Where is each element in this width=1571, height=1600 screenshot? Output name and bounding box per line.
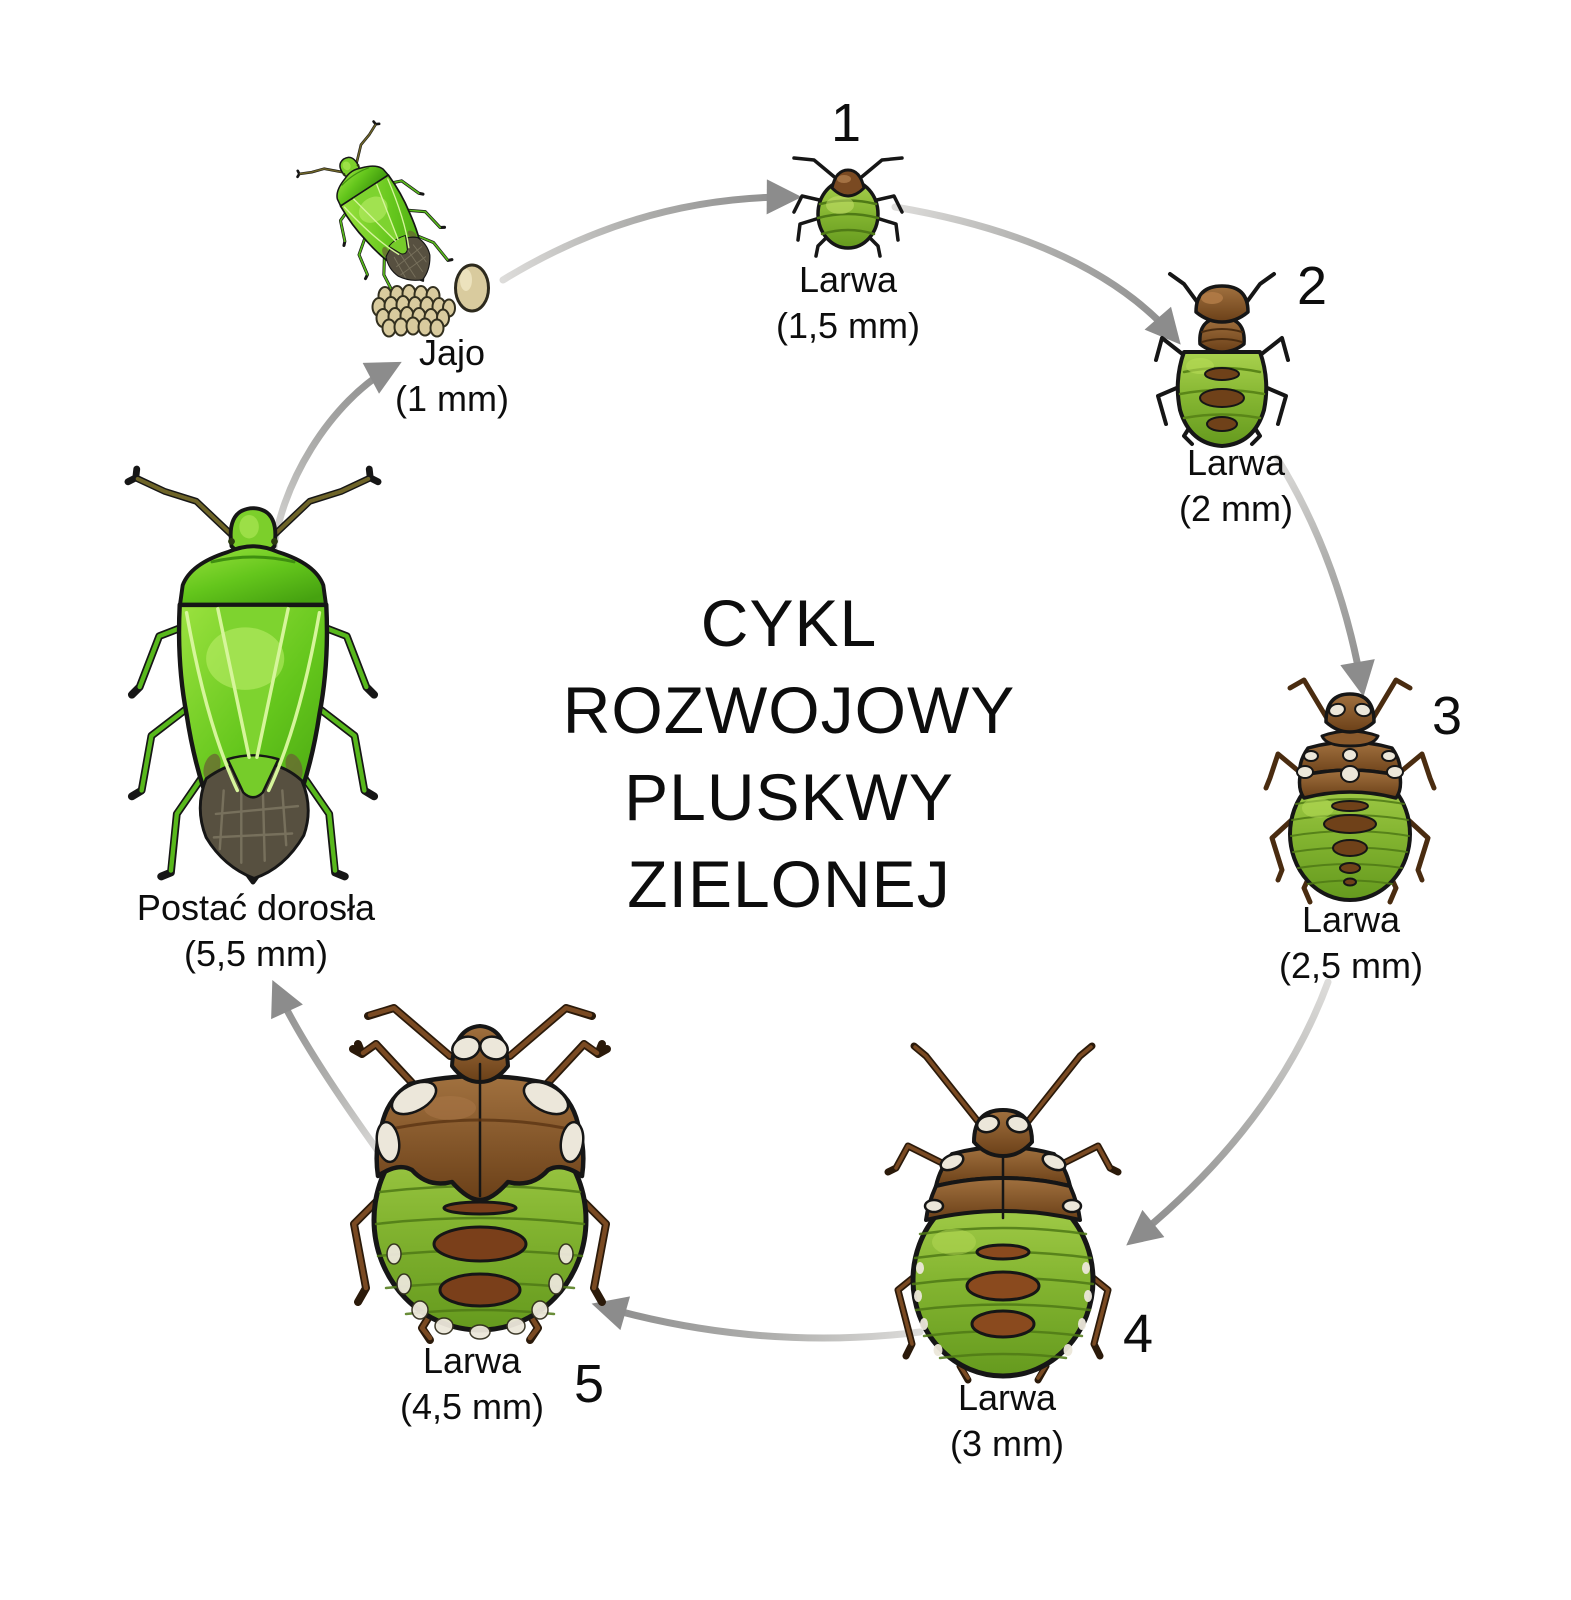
stage-number-2: 2 [1296, 256, 1328, 316]
title-line-2: ROZWOJOWY [562, 673, 1016, 747]
arrow-egg-to-larva1 [499, 179, 802, 284]
label-egg: Jajo (1 mm) [395, 330, 509, 422]
larva2-illustration [1154, 272, 1290, 448]
label-larva1-name: Larwa [798, 259, 898, 300]
stage-number-4: 4 [1122, 1304, 1154, 1364]
label-larva2: Larwa (2 mm) [1179, 440, 1293, 532]
larva3-illustration [1263, 677, 1437, 905]
larva5-illustration [349, 1004, 611, 1344]
label-egg-size: (1 mm) [395, 378, 509, 419]
label-larva2-size: (2 mm) [1179, 488, 1293, 529]
label-larva3-size: (2,5 mm) [1279, 945, 1423, 986]
stage-number-5: 5 [573, 1354, 605, 1414]
title-line-4: ZIELONEJ [627, 847, 951, 921]
label-larva1-size: (1,5 mm) [776, 305, 920, 346]
title-line-1: CYKL [700, 586, 878, 660]
label-larva4-name: Larwa [957, 1377, 1057, 1418]
stage-number-3: 3 [1431, 686, 1463, 746]
eggs-illustration [371, 263, 490, 338]
label-larva4-size: (3 mm) [950, 1423, 1064, 1464]
arrow-larva2-to-larva3 [1273, 454, 1375, 697]
stage-number-1: 1 [830, 93, 862, 153]
label-adult: Postać dorosła (5,5 mm) [137, 885, 375, 977]
arrow-larva4-to-larva5 [591, 1296, 924, 1342]
label-larva5-size: (4,5 mm) [400, 1386, 544, 1427]
arrow-larva5-to-adult [271, 980, 387, 1162]
label-larva5-name: Larwa [422, 1340, 522, 1381]
label-adult-size: (5,5 mm) [183, 933, 328, 974]
larva4-illustration [884, 1042, 1122, 1384]
label-larva2-name: Larwa [1186, 442, 1286, 483]
diagram-title: CYKL ROZWOJOWY PLUSKWY ZIELONEJ [563, 580, 1016, 928]
egg-cluster-icon [371, 284, 456, 338]
label-larva3: Larwa (2,5 mm) [1279, 897, 1423, 989]
label-larva3-name: Larwa [1301, 899, 1401, 940]
larva1-illustration [792, 156, 904, 258]
single-egg-icon [454, 263, 490, 313]
label-egg-name: Jajo [418, 332, 486, 373]
label-larva1: Larwa (1,5 mm) [776, 257, 920, 349]
adult-bug-illustration [126, 468, 380, 900]
label-adult-name: Postać dorosła [136, 887, 376, 928]
label-larva4: Larwa (3 mm) [950, 1375, 1064, 1467]
arrow-larva3-to-larva4 [1126, 978, 1332, 1246]
arrow-larva1-to-larva2 [891, 203, 1181, 345]
title-line-3: PLUSKWY [624, 760, 954, 834]
label-larva5: Larwa (4,5 mm) [400, 1338, 544, 1430]
